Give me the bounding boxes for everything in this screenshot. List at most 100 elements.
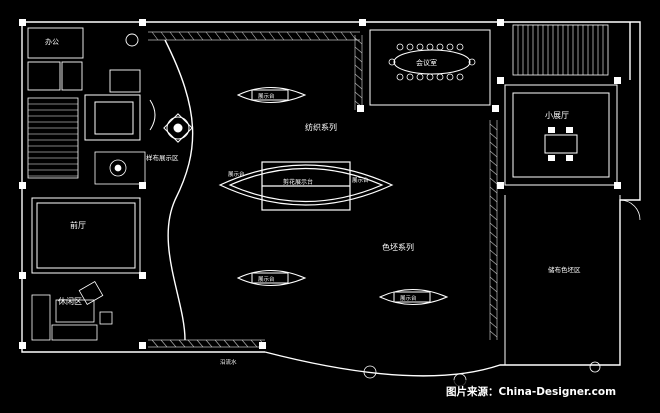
hatch-mark (304, 31, 312, 41)
meeting-chair (446, 43, 454, 51)
stair-west (27, 97, 79, 179)
hatch-mark (489, 177, 498, 185)
color-weave-series-label: 色坯系列 (382, 242, 414, 252)
booth-center-label: 剪花展示台 (283, 178, 313, 186)
hatch-mark (295, 31, 303, 41)
hatch-mark (349, 31, 357, 41)
meeting-chairs (388, 43, 476, 81)
hatch-mark (354, 91, 363, 99)
east-door-swing (619, 199, 641, 221)
hatch-mark (489, 321, 498, 329)
meeting-chair (388, 58, 396, 66)
hatch-mark (286, 31, 294, 41)
structural-column (19, 342, 26, 349)
hatch-mark (489, 267, 498, 275)
hatch-mark (489, 312, 498, 320)
hatch-mark (489, 222, 498, 230)
stair-east-steps (517, 25, 604, 75)
small-hall-label: 小展厅 (545, 111, 569, 120)
hatch-mark (250, 31, 258, 41)
hatch-mark (178, 339, 186, 348)
hatch-mark (151, 31, 159, 41)
structural-column (357, 105, 364, 112)
small-hall (504, 84, 618, 186)
hatch-mark (223, 339, 231, 348)
hatch-mark (196, 339, 204, 348)
booth-center-right-label: 展示台 (352, 176, 369, 184)
meeting-chair (416, 43, 424, 51)
hatch-mark (250, 339, 258, 348)
hatch-mark (187, 31, 195, 41)
hatch-mark (214, 339, 222, 348)
structural-column (359, 19, 366, 26)
meeting-chair (396, 73, 404, 81)
booth-lower-left-label: 展示台 (258, 275, 275, 283)
watermark-text: 图片来源：China-Designer.com (446, 385, 616, 398)
hatch-mark (151, 339, 159, 348)
hatch-mark (169, 31, 177, 41)
meeting-room (369, 29, 491, 106)
watermark-band (436, 380, 660, 400)
hatch-mark (169, 339, 177, 348)
structural-column (19, 272, 26, 279)
hatch-mark (489, 294, 498, 302)
meeting-chair (456, 43, 464, 51)
booth-center (218, 161, 394, 211)
hatch-mark (187, 339, 195, 348)
hatch-mark (223, 31, 231, 41)
office-block (27, 27, 141, 93)
structural-column (139, 342, 146, 349)
hatch-mark (232, 339, 240, 348)
hatch-mark (268, 31, 276, 41)
meeting-chair (456, 73, 464, 81)
curved-screen-wall (164, 39, 194, 341)
hatch-mark (340, 31, 348, 41)
hatch-mark (489, 231, 498, 239)
hatch-mark (489, 249, 498, 257)
structural-column (492, 105, 499, 112)
hatch-mark (489, 303, 498, 311)
meeting-chair (468, 58, 476, 66)
hatch-mark (489, 159, 498, 167)
east-note-label: 储布色坯区 (548, 265, 581, 274)
front-hall (31, 197, 141, 274)
hatch-mark (489, 258, 498, 266)
hatch-mark (489, 132, 498, 140)
hatch-mark (322, 31, 330, 41)
hatch-mark (489, 204, 498, 212)
lounge-furniture (31, 281, 113, 341)
hatch-mark (489, 240, 498, 248)
hatch-mark (489, 213, 498, 221)
hatch-mark (196, 31, 204, 41)
booth-top (236, 87, 307, 103)
hatch-mark (354, 82, 363, 90)
hatch-mark (489, 276, 498, 284)
stair-east (512, 24, 609, 76)
meeting-chair (436, 43, 444, 51)
structural-column (497, 77, 504, 84)
hatch-mark (489, 195, 498, 203)
booth-lower-left (236, 270, 307, 286)
front-hall-label: 前厅 (70, 220, 86, 230)
hatch-mark (489, 123, 498, 131)
hatch-mark (241, 31, 249, 41)
booth-top-label: 展示台 (258, 92, 275, 100)
wall-hatching (148, 31, 498, 348)
hatch-mark (178, 31, 186, 41)
hatch-mark (205, 31, 213, 41)
meeting-room-label: 会议室 (416, 58, 437, 67)
meeting-chair (416, 73, 424, 81)
west-note-label: 样布展示区 (146, 153, 179, 162)
structural-column (139, 272, 146, 279)
hatch-mark (160, 31, 168, 41)
meeting-chair (426, 43, 434, 51)
west-partitions (84, 94, 193, 143)
meeting-chair (406, 73, 414, 81)
hatch-mark (489, 285, 498, 293)
hatch-mark (489, 186, 498, 194)
structural-column (614, 77, 621, 84)
hatch-marks (151, 31, 498, 348)
booth-center-left-label: 展示台 (228, 170, 245, 178)
